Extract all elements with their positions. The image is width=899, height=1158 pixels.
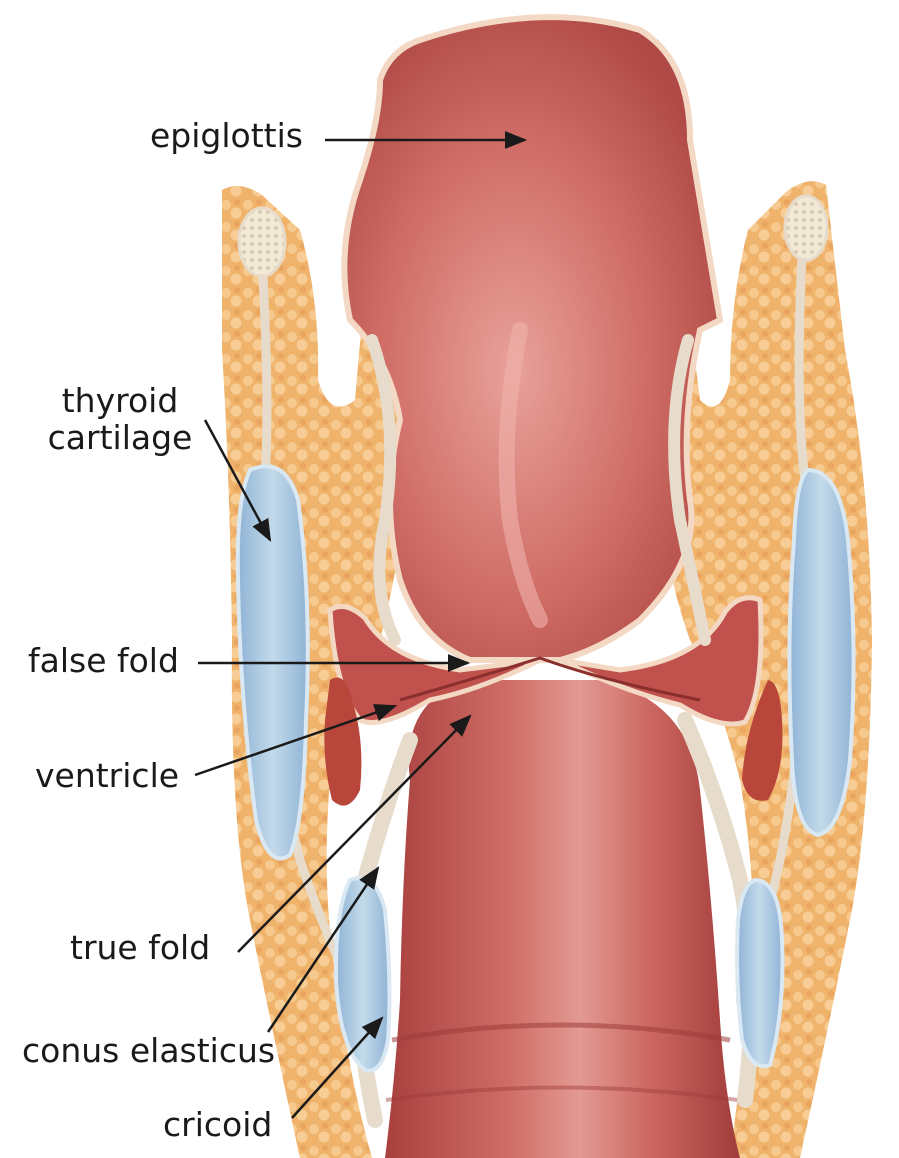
leader-ventricle — [194, 704, 398, 777]
gland-right — [742, 680, 783, 801]
quadrangular-membrane-right — [668, 334, 711, 646]
leader-cricoid — [291, 1016, 384, 1119]
glottic-line — [399, 656, 701, 702]
label-thyroid-line2: cartilage — [47, 417, 193, 457]
epiglottis-shape — [341, 14, 724, 663]
label-thyroid-cartilage: thyroid cartilage — [40, 381, 200, 457]
label-thyroid-line1: thyroid — [61, 381, 179, 420]
leader-conus-elasticus — [266, 866, 380, 1033]
cricoid-cartilage-right — [735, 877, 785, 1069]
leader-thyroid — [203, 419, 272, 542]
leader-true-fold — [237, 714, 472, 953]
subglottic-mucosa — [385, 680, 740, 1158]
label-ventricle: ventricle — [35, 756, 180, 795]
gland-left — [324, 677, 362, 806]
false-fold-right — [558, 595, 764, 727]
label-cricoid: cricoid — [163, 1105, 273, 1144]
tracheal-ring-2 — [385, 1085, 739, 1102]
tracheal-ring-1 — [391, 1022, 731, 1043]
fat-tissue-right — [660, 181, 872, 1158]
label-true-fold: true fold — [70, 928, 211, 967]
label-conus-elasticus: conus elasticus — [22, 1031, 276, 1070]
label-false-fold: false fold — [28, 641, 179, 680]
quadrangular-membrane-left — [366, 334, 401, 646]
thyroid-cartilage-right — [787, 467, 856, 838]
bone-tip-left — [237, 206, 287, 278]
label-epiglottis: epiglottis — [150, 116, 303, 155]
bone-tip-right — [783, 194, 829, 262]
epiglottis-ridge — [498, 322, 548, 628]
